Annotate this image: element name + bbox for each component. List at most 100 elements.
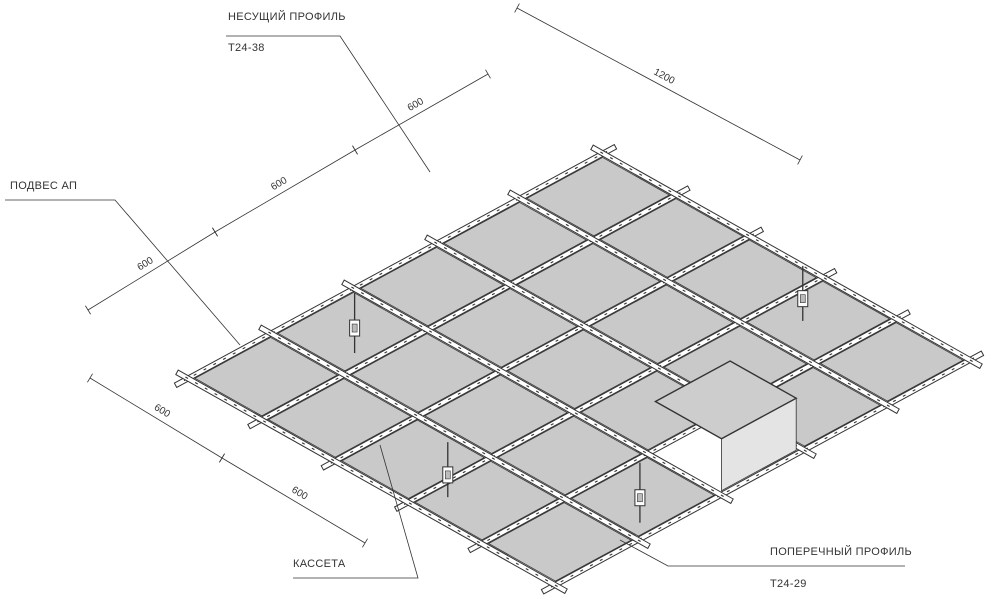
- cross-profile-rail-slot: [818, 366, 822, 369]
- hanger: [349, 293, 361, 354]
- main-profile-rail-slot: [330, 299, 334, 302]
- main-profile-rail-slot: [442, 319, 447, 322]
- cross-profile-rail: [590, 144, 983, 370]
- cross-profile-rail-slot: [642, 450, 647, 454]
- dimension-right: 1200: [514, 3, 803, 165]
- cross-profile-rail-slot: [574, 412, 578, 415]
- main-profile-rail-slot: [726, 489, 730, 493]
- main-profile-rail-slot: [931, 378, 936, 381]
- cross-profile-rail-slot: [585, 234, 589, 238]
- cross-profile-rail-slot: [531, 296, 535, 299]
- main-profile-rail-slot: [516, 522, 520, 526]
- cross-profile-rail-slot: [536, 207, 540, 210]
- cross-profile-rail-slot: [930, 337, 934, 341]
- cassette-label: КАССЕТА: [293, 558, 346, 570]
- main-profile-rail-slot: [643, 291, 647, 295]
- ceiling-panel: [526, 156, 671, 237]
- main-profile-rail-slot: [535, 350, 539, 353]
- hanger: [634, 462, 646, 523]
- cross-profile-rail-slot: [804, 266, 808, 269]
- cross-profile-label: ПОПЕРЕЧНЫЙ ПРОФИЛЬ: [770, 546, 913, 558]
- cross-profile-rail-slot: [608, 523, 612, 526]
- main-profile-rail-slot: [687, 511, 691, 514]
- hanger-label: ПОДВЕС АП: [10, 180, 78, 192]
- main-profile-rail-slot: [687, 348, 691, 352]
- main-profile-rail-slot: [564, 172, 569, 175]
- main-profile-rail-slot: [550, 261, 554, 264]
- main-profile-rail-slot: [780, 379, 784, 383]
- main-profile-rail-slot: [296, 398, 300, 402]
- cross-profile-rail-slot: [598, 517, 602, 521]
- dimension-top-b: 600: [212, 145, 358, 237]
- cross-profile-rail-slot: [872, 304, 876, 308]
- main-profile-rail-slot: [775, 463, 779, 466]
- main-profile-rail-slot: [477, 219, 481, 223]
- cross-profile-rail-slot: [321, 453, 325, 456]
- main-profile-rail-slot: [467, 225, 471, 228]
- cross-profile-rail-slot: [843, 288, 847, 291]
- main-profile-rail-slot: [819, 358, 823, 361]
- main-profile-rail-slot: [648, 208, 652, 211]
- cross-profile-rail-slot: [282, 431, 286, 434]
- cross-profile-rail-slot: [691, 478, 695, 481]
- main-profile-rail-slot: [692, 265, 696, 268]
- main-profile-rail: [393, 267, 838, 512]
- ceiling-panel: [819, 322, 964, 402]
- main-profile-rail-slot: [462, 470, 466, 474]
- cross-profile-rail-slot: [540, 484, 544, 488]
- main-profile-rail-slot: [555, 501, 559, 504]
- main-profile-rail-slot: [560, 255, 564, 259]
- cross-profile-rail-slot: [614, 251, 618, 254]
- cross-profile-rail-slot: [760, 333, 764, 336]
- main-profile-rail-slot: [325, 382, 329, 386]
- cross-profile-rail-slot: [336, 369, 340, 373]
- cross-profile-rail-slot: [307, 353, 311, 356]
- main-profile-rail-slot: [389, 429, 393, 432]
- cross-profile-rail-slot: [535, 390, 540, 393]
- cross-profile-rail-slot: [476, 540, 481, 544]
- main-profile-rail-slot: [951, 367, 955, 371]
- dimension-bottom-b-tick: [362, 538, 368, 548]
- main-profile-rail-slot: [408, 256, 412, 260]
- main-profile-rail-slot: [408, 418, 412, 422]
- cross-profile-rail-slot: [565, 223, 569, 227]
- dimension-top-a-tick: [85, 305, 91, 315]
- cross-profile-rail-slot: [589, 512, 593, 515]
- main-profile-rail-slot: [619, 548, 623, 551]
- cross-profile-rail-slot: [789, 349, 793, 353]
- main-profile-rail-slot: [379, 434, 383, 438]
- main-profile-rail-slot: [667, 359, 672, 362]
- cross-profile-rail-slot: [477, 357, 481, 361]
- main-profile-rail-slot: [594, 318, 598, 321]
- main-profile-rail-slot: [706, 338, 711, 341]
- cross-profile-rail-slot: [579, 506, 583, 510]
- main-profile-rail-slot: [545, 182, 549, 186]
- cross-profile-rail-slot: [497, 368, 501, 372]
- main-profile-rail-slot: [477, 381, 481, 385]
- cross-profile-code-label: T24-29: [770, 578, 807, 590]
- main-profile-rail-slot: [506, 203, 510, 207]
- dimension-bottom-a-line: [89, 377, 223, 459]
- hanger-clip: [351, 323, 358, 333]
- cross-profile-rail: [507, 189, 900, 415]
- cross-profile-rail-slot: [433, 424, 437, 428]
- ceiling-panel: [350, 333, 495, 413]
- cross-profile-rail-slot: [492, 274, 496, 277]
- ceiling-panel: [506, 329, 652, 409]
- cross-profile-rail-slot: [633, 262, 637, 265]
- cross-profile-rail-slot: [297, 347, 301, 351]
- cross-profile-rail-slot: [940, 343, 944, 346]
- main-profile-rail-slot: [569, 250, 574, 253]
- main-profile-rail-slot: [291, 320, 295, 323]
- main-profile-rail-slot: [560, 417, 564, 421]
- main-profile-rail-slot: [222, 357, 227, 360]
- main-profile-rail-slot: [589, 564, 594, 567]
- ceiling-panel: [423, 374, 569, 454]
- grid-profiles: [173, 143, 985, 595]
- main-profile-rail-slot: [887, 321, 892, 324]
- main-profile-rail-slot: [555, 339, 559, 342]
- ceiling-panel: [340, 419, 486, 499]
- main-profile-rail-slot: [350, 450, 354, 454]
- cross-profile-rail-slot: [399, 313, 403, 317]
- main-profile-rail-slot: [878, 326, 882, 330]
